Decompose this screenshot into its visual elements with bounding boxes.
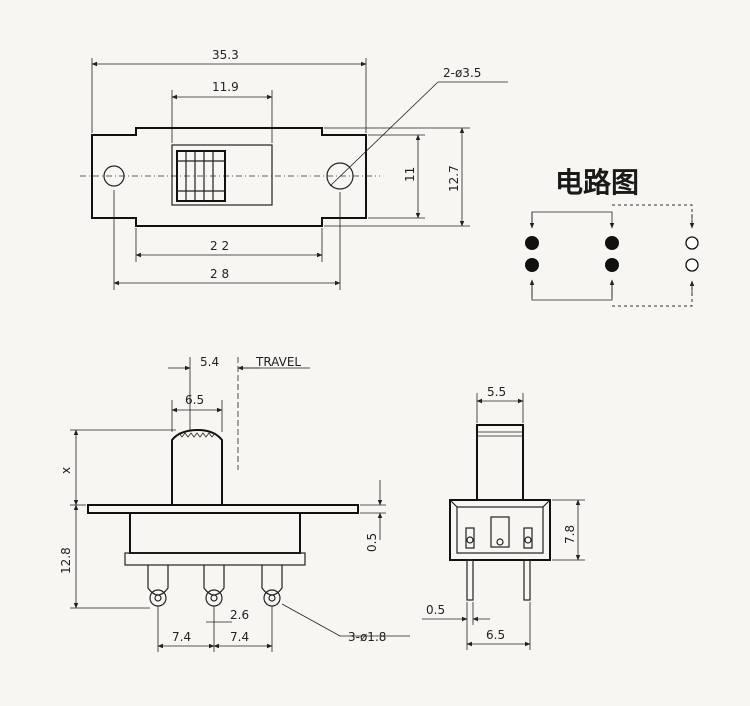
dim-knob-width: 11.9	[212, 80, 239, 94]
dim-overall-width: 35.3	[212, 48, 239, 62]
contact-solid	[525, 258, 539, 272]
dim-flange-thickness: 0.5	[365, 533, 379, 552]
dim-side-knob-width: 6.5	[185, 393, 204, 407]
end-view: 5.5 7.8 0.5 6.5	[422, 385, 585, 650]
pin-hole-spec: 3-ø1.8	[348, 630, 386, 644]
dim-outer-height: 12.7	[447, 165, 461, 192]
travel-label: TRAVEL	[255, 355, 301, 369]
contact-solid	[525, 236, 539, 250]
contact-solid	[605, 258, 619, 272]
mounting-plate-outline	[91, 127, 367, 227]
dim-hole-pitch: 2 2	[210, 239, 229, 253]
end-pin-right	[523, 559, 531, 601]
slider-window	[171, 144, 273, 206]
side-view: 5.4 TRAVEL 6.5 x 12.8 0.5 7.4 7.4 2.6	[59, 355, 410, 652]
contact-solid	[605, 236, 619, 250]
dim-inner-height: 11	[403, 167, 417, 182]
slider-knob	[176, 150, 226, 202]
knob-ridges	[177, 151, 225, 201]
dim-body-length: 2 8	[210, 267, 229, 281]
side-pins	[147, 565, 283, 607]
circuit-diagram: 电路图	[525, 166, 699, 307]
hole-spec-label: 2-ø3.5	[443, 66, 481, 80]
contact-hollow	[685, 236, 699, 250]
dim-pin-thickness: 0.5	[426, 603, 445, 617]
side-flange	[87, 504, 359, 514]
dim-pin-spacing-right: 7.4	[230, 630, 249, 644]
dim-end-knob-width: 5.5	[487, 385, 506, 399]
end-pin-left	[466, 559, 474, 601]
side-knob	[171, 428, 223, 505]
dim-end-height: 7.8	[563, 525, 577, 544]
travel-value: 5.4	[200, 355, 219, 369]
contact-hollow	[685, 258, 699, 272]
top-view: 35.3 11.9 2-ø3.5 11 12.7 2 2 2 8	[80, 48, 508, 290]
dim-pin-gap: 2.6	[230, 608, 249, 622]
dim-total-height: 12.8	[59, 547, 73, 574]
side-body	[129, 512, 301, 554]
circuit-title: 电路图	[555, 166, 639, 199]
dim-height-x: x	[59, 467, 73, 474]
dim-pin-span: 6.5	[486, 628, 505, 642]
dim-pin-spacing-left: 7.4	[172, 630, 191, 644]
end-housing	[449, 499, 551, 561]
